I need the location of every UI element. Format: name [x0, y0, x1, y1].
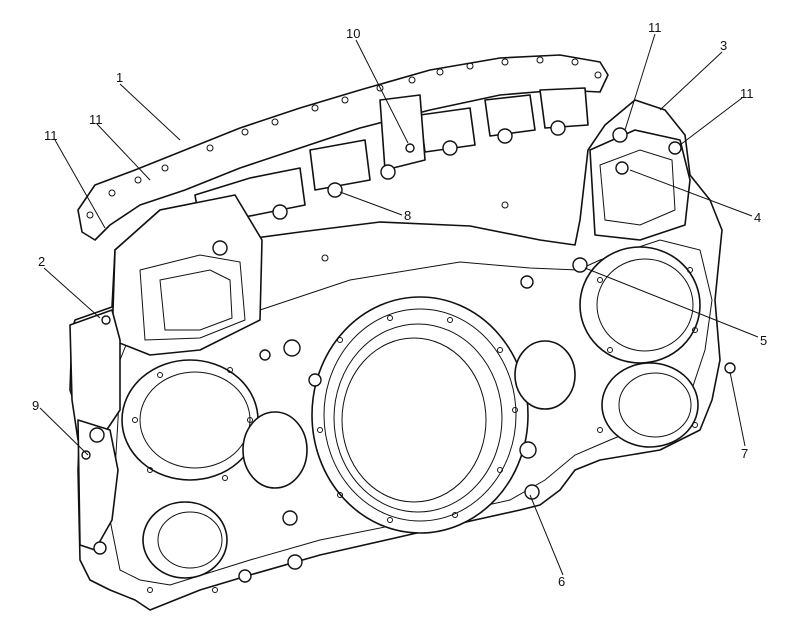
bolt-heads	[81, 120, 736, 583]
callout-11-right: 11	[740, 86, 754, 101]
lower-left-bore	[142, 501, 228, 579]
callout-10: 10	[346, 26, 360, 41]
callout-6: 6	[558, 574, 565, 589]
callout-11-far-left: 11	[44, 128, 58, 143]
central-bore	[311, 296, 529, 534]
small-bores	[242, 340, 576, 489]
callout-3: 3	[720, 38, 727, 53]
callout-1: 1	[116, 70, 123, 85]
callout-11-top-right: 11	[648, 20, 662, 35]
callout-4: 4	[754, 210, 761, 225]
top-gasket	[77, 54, 609, 241]
left-upper-block	[111, 194, 263, 356]
callout-labels: 1 2 3 4 5 6 7 8 9 10 11 11 11 11	[32, 20, 767, 589]
right-upper-block	[589, 129, 691, 241]
rim-holes	[132, 201, 698, 593]
upper-cover-blocks	[194, 87, 589, 226]
leader-lines	[39, 33, 759, 576]
callout-5: 5	[760, 333, 767, 348]
callout-7: 7	[741, 446, 748, 461]
callout-8: 8	[404, 208, 411, 223]
left-bore	[121, 359, 259, 481]
lower-right-bore	[601, 362, 699, 448]
right-bore	[579, 246, 701, 364]
callout-11-left: 11	[89, 112, 103, 127]
callout-9: 9	[32, 398, 39, 413]
callout-2: 2	[38, 254, 45, 269]
